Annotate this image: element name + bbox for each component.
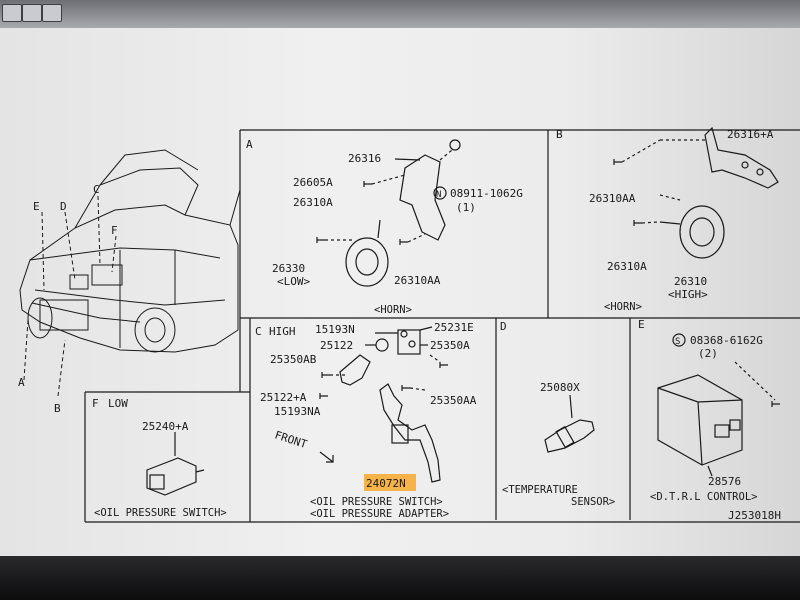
section-f-title: LOW — [108, 397, 128, 410]
temperature-sensor-icon — [544, 419, 595, 453]
section-e-caption: <D.T.R.L CONTROL> — [650, 491, 757, 503]
section-e-letter: E — [638, 318, 645, 331]
part-qty-2: (2) — [698, 347, 718, 360]
vehicle-callout-f: F — [111, 224, 118, 237]
bolt-icon — [771, 401, 780, 407]
vehicle-callout-a: A — [18, 376, 25, 389]
section-b-caption: <HORN> — [604, 301, 642, 313]
part-26310aa-b: 26310AA — [589, 192, 636, 205]
part-26310a: 26310A — [293, 196, 333, 209]
section-d-caption-2: SENSOR> — [571, 496, 615, 508]
bolt-icon — [399, 239, 408, 245]
section-c-letter: C — [255, 325, 262, 338]
section-f-caption: <OIL PRESSURE SWITCH> — [94, 507, 227, 519]
part-15193na: 15193NA — [274, 405, 321, 418]
part-26316: 26316 — [348, 152, 381, 165]
section-d-caption-1: <TEMPERATURE — [502, 484, 578, 496]
dtrl-control-unit-icon — [657, 374, 743, 466]
part-08368-6162g: 08368-6162G — [690, 334, 763, 347]
part-25122: 25122 — [320, 339, 353, 352]
circled-n-icon — [433, 186, 447, 200]
section-f: F LOW — [92, 397, 205, 496]
section-d: D — [500, 320, 595, 453]
nut-icon — [449, 139, 461, 151]
part-28576: 28576 — [708, 475, 741, 488]
bolt-icon — [363, 181, 372, 187]
adapter-block-icon — [397, 329, 421, 355]
window-title-bar — [0, 0, 800, 28]
part-qty-1: (1) — [456, 201, 476, 214]
section-a-caption: <HORN> — [374, 304, 412, 316]
front-arrow-icon — [319, 451, 334, 463]
section-e: E — [638, 318, 780, 477]
toolbar-icon[interactable] — [42, 4, 62, 22]
part-25231e: 25231E — [434, 321, 474, 334]
bolt-icon — [401, 385, 410, 391]
vehicle-overview-drawing — [19, 149, 241, 397]
section-c-caption-1: <OIL PRESSURE SWITCH> — [310, 496, 443, 508]
circled-s-icon — [672, 333, 686, 347]
section-a: A — [246, 138, 461, 287]
part-25350a: 25350A — [430, 339, 470, 352]
monitor-bezel — [0, 556, 800, 600]
horn-bracket-a — [399, 154, 446, 241]
part-25122-a: 25122+A — [260, 391, 307, 404]
vehicle-callout-c: C — [93, 183, 100, 196]
circled-n-letter: N — [436, 190, 441, 200]
part-26310a-b: 26310A — [607, 260, 647, 273]
vehicle-callout-b: B — [54, 402, 61, 415]
switch-connector-icon — [391, 424, 409, 444]
bolt-icon — [321, 372, 330, 378]
toolbar-icon[interactable] — [2, 4, 22, 22]
circled-s-letter: S — [675, 337, 680, 347]
oil-pressure-switch-body — [379, 383, 441, 483]
parts-diagram: E D C F A B A 26316 26605A 26310A N 0891… — [18, 126, 800, 523]
part-15193n: 15193N — [315, 323, 355, 336]
part-low-label: <LOW> — [277, 275, 310, 288]
fitting-icon — [375, 338, 389, 352]
part-high-label: <HIGH> — [668, 288, 708, 301]
parts-diagram-viewer: E D C F A B A 26316 26605A 26310A N 0891… — [0, 28, 800, 558]
section-d-letter: D — [500, 320, 507, 333]
front-label: FRONT — [273, 428, 309, 451]
part-26310aa: 26310AA — [394, 274, 441, 287]
horn-bracket-b — [704, 126, 779, 189]
vehicle-callout-d: D — [60, 200, 67, 213]
toolbar-icon[interactable] — [22, 4, 42, 22]
part-26605a: 26605A — [293, 176, 333, 189]
drawing-id: J253018H — [728, 509, 781, 522]
bolt-icon — [319, 393, 328, 399]
highlight-marker — [364, 474, 416, 491]
section-c: C HIGH — [255, 325, 448, 483]
section-b-letter: B — [556, 128, 563, 141]
part-25080x: 25080X — [540, 381, 580, 394]
horn-low-icon — [345, 237, 389, 287]
bolt-icon — [439, 362, 448, 368]
part-08911-1062g: 08911-1062G — [450, 187, 523, 200]
bolt-icon — [613, 159, 622, 165]
part-25240-a: 25240+A — [142, 420, 189, 433]
part-25350ab: 25350AB — [270, 353, 317, 366]
part-26316-a: 26316+A — [727, 128, 774, 141]
part-25350aa: 25350AA — [430, 394, 477, 407]
bolt-icon — [316, 237, 325, 243]
bolt-icon — [633, 220, 642, 226]
section-c-title: HIGH — [269, 325, 296, 338]
part-24072n-highlighted[interactable]: 24072N — [366, 477, 406, 490]
horn-high-icon — [679, 205, 725, 259]
part-26310: 26310 — [674, 275, 707, 288]
part-26330: 26330 — [272, 262, 305, 275]
section-a-letter: A — [246, 138, 253, 151]
section-f-letter: F — [92, 397, 99, 410]
bracket-c — [339, 354, 371, 386]
oil-pressure-switch-low-icon — [146, 457, 197, 496]
section-c-caption-2: <OIL PRESSURE ADAPTER> — [310, 508, 449, 520]
vehicle-callout-e: E — [33, 200, 40, 213]
section-b: B — [556, 126, 779, 259]
